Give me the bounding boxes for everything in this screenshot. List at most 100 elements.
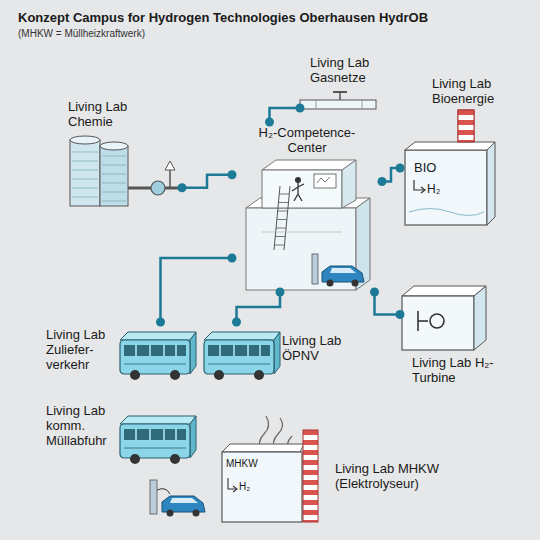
gas-pipe-illustration-part bbox=[339, 92, 341, 100]
living-lab-node: Living Lab H₂-Turbine bbox=[400, 280, 515, 395]
bioenergy-plant-illustration-part bbox=[487, 142, 495, 225]
charging-car-illustration-part bbox=[167, 510, 174, 517]
illustration-label: H₂ bbox=[427, 182, 440, 196]
ladder-rung bbox=[275, 236, 285, 237]
chemical-plant-illustration bbox=[70, 136, 182, 206]
connector-line bbox=[182, 175, 232, 188]
turbine-illustration bbox=[402, 286, 486, 350]
tank-line bbox=[102, 192, 126, 193]
competence-center-building-part bbox=[292, 183, 304, 201]
bioenergy-plant-illustration-part bbox=[458, 110, 474, 142]
node-label: Living Lab komm. Müllabfuhr bbox=[46, 404, 122, 449]
mhkw-illustration-part bbox=[233, 486, 237, 492]
competence-center-building-part bbox=[317, 177, 330, 183]
connector-line bbox=[161, 258, 233, 322]
charging-car-illustration-part bbox=[170, 498, 198, 503]
charging-car-illustration-part bbox=[193, 510, 200, 517]
competence-center-building-part bbox=[274, 194, 289, 245]
bioenergy-plant-illustration bbox=[405, 110, 495, 225]
mhkw-illustration-part bbox=[222, 452, 302, 522]
bioenergy-plant-illustration-part bbox=[405, 142, 495, 150]
connector-dot bbox=[296, 104, 305, 113]
mhkw-illustration bbox=[222, 416, 318, 522]
connector-line bbox=[237, 292, 281, 322]
illustration-label: MHKW bbox=[226, 458, 258, 469]
chemical-plant-illustration-part bbox=[169, 168, 171, 188]
mhkw-illustration-part bbox=[303, 430, 318, 522]
chemical-plant-illustration-part bbox=[70, 140, 100, 206]
competence-center-building-part bbox=[295, 177, 301, 183]
tank-line bbox=[102, 174, 126, 175]
illustration-label: BIO bbox=[414, 160, 436, 175]
gas-pipe-illustration bbox=[300, 92, 376, 109]
competence-center-building-part bbox=[330, 268, 356, 273]
bus-illustration-part bbox=[204, 332, 280, 380]
node-label: Living Lab H₂-Turbine bbox=[412, 356, 510, 386]
mhkw-illustration-part bbox=[222, 444, 304, 452]
tank-line bbox=[102, 183, 126, 184]
living-lab-node: Living Lab ÖPNV bbox=[202, 322, 352, 394]
node-label: Living Lab Zuliefer- verkehr bbox=[46, 328, 120, 373]
connector-dot bbox=[370, 288, 379, 297]
tank-line bbox=[102, 201, 126, 202]
bus-illustration-part bbox=[120, 416, 196, 464]
ladder-rung bbox=[276, 228, 286, 229]
node-label: Living Lab Gasnetze bbox=[310, 56, 390, 86]
turbine-illustration-part bbox=[418, 320, 428, 322]
node-label: Living Lab ÖPNV bbox=[282, 334, 350, 364]
charging-car-illustration-part bbox=[157, 489, 170, 494]
node-label: Living Lab Bioenergie bbox=[432, 77, 508, 107]
ladder-rung bbox=[278, 211, 288, 212]
tank-line bbox=[72, 188, 98, 189]
gas-pipe-illustration-part bbox=[362, 100, 363, 109]
competence-center-building-part bbox=[342, 160, 356, 208]
competence-center-building-part bbox=[262, 232, 342, 233]
chemical-plant-illustration-part bbox=[100, 146, 128, 206]
turbine-illustration-part bbox=[474, 286, 486, 350]
living-lab-node: Living Lab Chemie bbox=[62, 98, 182, 213]
bioenergy-plant-illustration-part bbox=[405, 150, 487, 225]
living-lab-node: Living Lab komm. Müllabfuhr bbox=[42, 400, 200, 482]
turbine-illustration-part bbox=[402, 286, 486, 296]
competence-center-building-part bbox=[262, 160, 356, 170]
chemical-plant-illustration-part bbox=[151, 181, 165, 195]
tank-line bbox=[72, 197, 98, 198]
competence-center-building-part bbox=[352, 280, 359, 287]
gas-pipe-illustration-part bbox=[333, 91, 347, 93]
charging-car-illustration-part bbox=[162, 496, 205, 512]
node-label: Living Lab MHKW (Elektrolyseur) bbox=[335, 462, 485, 492]
charging-car-illustration bbox=[150, 480, 205, 517]
connector-dot bbox=[232, 318, 241, 327]
chemical-plant-illustration-part bbox=[165, 161, 175, 170]
chemical-plant-illustration-part bbox=[72, 152, 126, 201]
ladder-rung bbox=[277, 219, 287, 220]
living-lab-node: H₂-Competence-Center bbox=[232, 122, 382, 292]
diagram-title: Konzept Campus for Hydrogen Technologies… bbox=[18, 10, 428, 25]
connector-line bbox=[375, 292, 401, 315]
connector-dot bbox=[396, 164, 405, 173]
illustration-label: H₂ bbox=[239, 481, 250, 492]
turbine-illustration-part bbox=[402, 296, 474, 350]
chemical-plant-illustration-part bbox=[70, 136, 100, 144]
connector-dot bbox=[276, 288, 285, 297]
bus-illustration-part bbox=[120, 332, 196, 380]
tank-line bbox=[72, 179, 98, 180]
ladder-rung bbox=[274, 245, 284, 246]
abbreviation-note: (MHKW = Müllheizkraftwerk) bbox=[18, 28, 145, 39]
competence-center-building-part bbox=[322, 266, 364, 282]
tank-line bbox=[72, 170, 98, 171]
connector-dot bbox=[378, 177, 387, 186]
tank-line bbox=[72, 152, 98, 153]
gas-pipe-illustration-part bbox=[300, 100, 376, 109]
competence-center-building-part bbox=[314, 174, 336, 188]
gas-pipe-illustration-part bbox=[316, 100, 317, 109]
competence-center-building bbox=[246, 160, 370, 290]
connector-dot bbox=[228, 170, 237, 179]
node-label: Living Lab Chemie bbox=[68, 100, 144, 130]
ladder-rung bbox=[278, 202, 288, 203]
living-lab-node: Living Lab Zuliefer- verkehr bbox=[42, 322, 200, 394]
tank-line bbox=[72, 161, 98, 162]
living-lab-node: Living Lab Bioenergie bbox=[400, 75, 510, 230]
connector-dot bbox=[228, 254, 237, 263]
